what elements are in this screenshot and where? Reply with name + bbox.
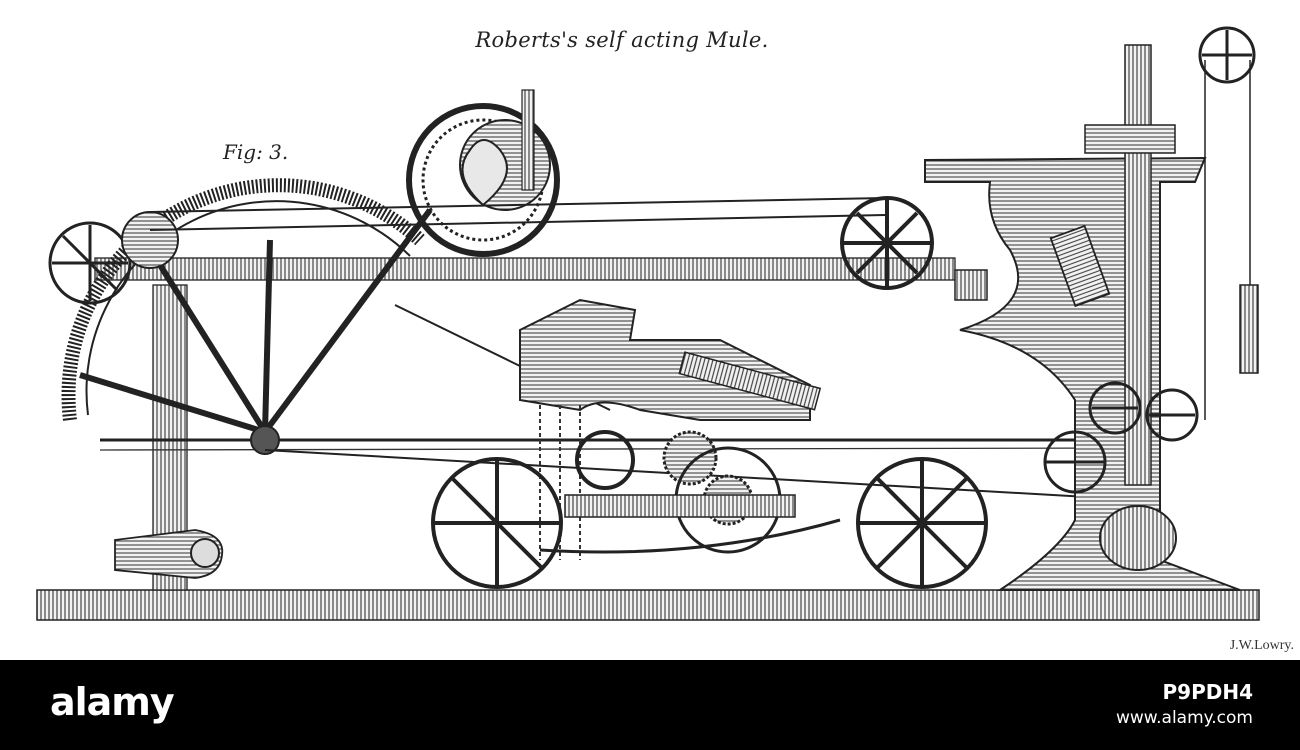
left-gear xyxy=(121,211,179,269)
carriage-frame-bar xyxy=(564,494,796,518)
carriage-body xyxy=(519,298,811,421)
figure-label: Fig: 3. xyxy=(223,140,289,164)
carriage-lower-link xyxy=(539,518,841,554)
base-rail xyxy=(36,589,1260,621)
carriage-wheel-right xyxy=(856,457,988,589)
carriage-slide xyxy=(678,351,822,411)
beam-pulley xyxy=(840,196,934,290)
right-headstock-frame xyxy=(924,156,1241,591)
mule-machine-engraving xyxy=(36,26,1260,621)
quadrant-hub xyxy=(250,425,280,455)
counterweight-pulley xyxy=(1198,26,1256,84)
counterweight xyxy=(1239,284,1259,374)
carriage-gears xyxy=(575,430,782,554)
headstock-small-wheels xyxy=(1043,381,1199,494)
watermark-banner xyxy=(0,660,1300,750)
bobbin xyxy=(1049,224,1111,308)
quadrant-arc xyxy=(61,178,425,421)
top-shaft-bracket xyxy=(1084,124,1176,154)
plate-title: Roberts's self acting Mule. xyxy=(475,28,769,52)
upper-beam xyxy=(94,257,956,281)
left-bracket-boss xyxy=(190,538,220,568)
quadrant-spokes xyxy=(79,208,433,435)
stock-image-id: P9PDH4 xyxy=(1162,680,1254,704)
carriage-wheel-left xyxy=(431,457,563,589)
left-pulley-wheel xyxy=(48,221,132,305)
drum-pulley xyxy=(1099,505,1177,571)
engraver-credit: J.W.Lowry. xyxy=(1229,638,1294,653)
alamy-site-link[interactable]: www.alamy.com xyxy=(1115,708,1253,728)
alamy-logo: alamy xyxy=(50,680,175,724)
heart-cam-wheel xyxy=(406,103,560,257)
cam-standard xyxy=(521,89,535,191)
quadrant-arc-inner xyxy=(85,200,411,416)
roller-cluster xyxy=(954,269,988,301)
